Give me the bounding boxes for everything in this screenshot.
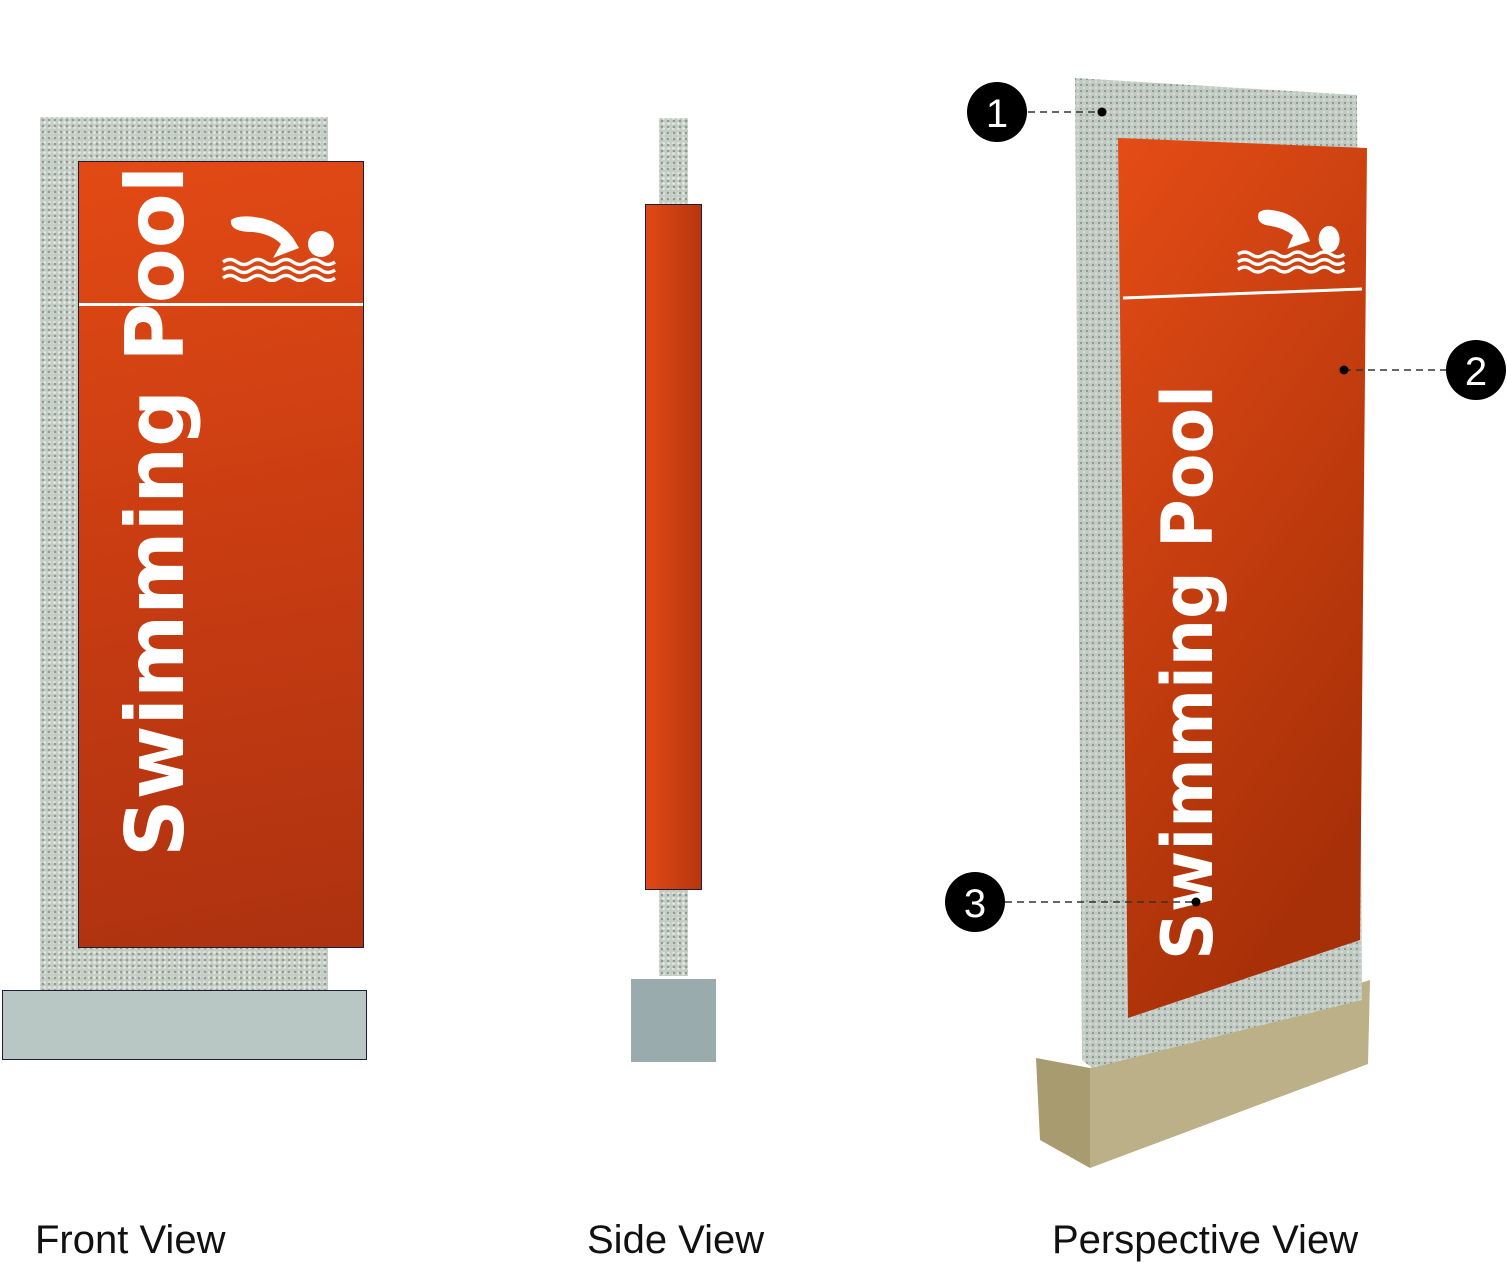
svg-text:1: 1: [986, 92, 1008, 136]
callout-1: 1: [967, 82, 1107, 142]
perspective-sign-panel: [1118, 138, 1367, 1018]
swimmer-icon: [1236, 209, 1346, 274]
svg-text:3: 3: [964, 882, 986, 926]
front-view-label: Front View: [35, 1218, 226, 1262]
side-view-label: Side View: [587, 1218, 765, 1262]
front-base: [2, 990, 367, 1060]
side-base: [631, 979, 716, 1062]
swimmer-icon: [221, 216, 337, 282]
callout-2: 2: [1339, 340, 1506, 400]
perspective-base-front: [1090, 980, 1370, 1168]
svg-text:2: 2: [1465, 350, 1487, 394]
perspective-view-label: Perspective View: [1052, 1218, 1359, 1262]
perspective-base-left: [1036, 1058, 1090, 1168]
side-sign-panel: [645, 204, 702, 890]
front-divider-line: [79, 303, 363, 306]
callout-3: 3: [945, 872, 1201, 932]
perspective-divider-line: [1122, 287, 1363, 300]
front-sign-panel: Swimming Pool: [78, 161, 364, 948]
perspective-sign-text: Swimming Pool: [1147, 385, 1229, 960]
